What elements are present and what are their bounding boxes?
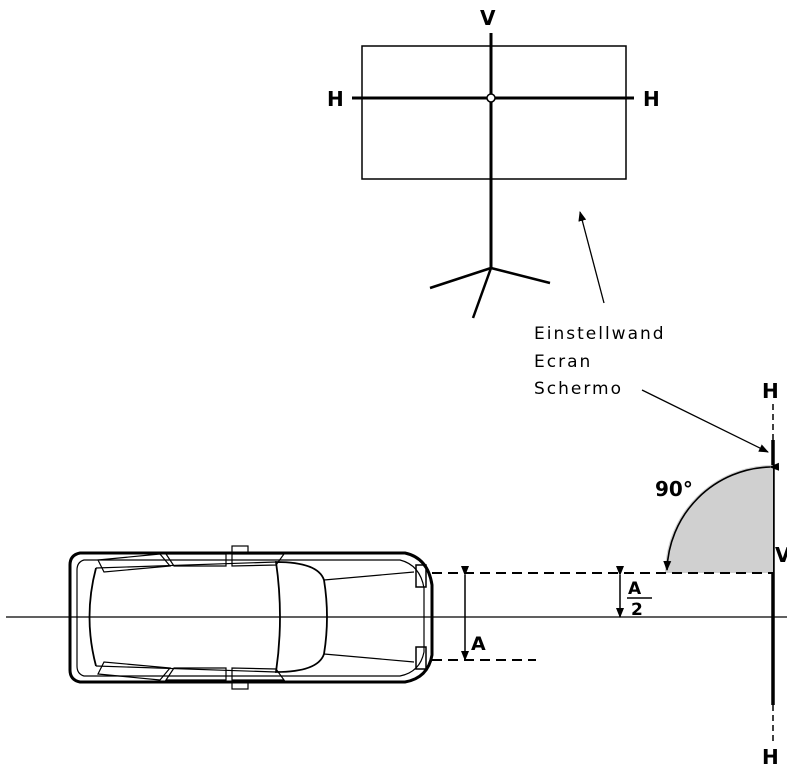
label-einstellwand: Einstellwand [534,324,666,344]
screen-frame [361,45,627,180]
screen-h-right-label: H [643,87,660,111]
car-roof-edge-top [95,561,277,569]
car-window-bottom-mid [164,667,227,681]
wall-h-bottom-label: H [762,745,779,768]
right-angle-indicator: 90° [655,462,780,573]
car-window-top-front [231,553,286,567]
car-rear-window [88,567,97,667]
car-hood-line-top [323,571,415,581]
car-bodyline [76,559,425,677]
angle-label: 90° [655,477,693,501]
stand-leg-front [471,267,493,319]
car-window-top-mid [164,553,227,567]
car-body [68,551,434,684]
label-schermo: Schermo [534,379,623,399]
car-mirror-top [231,545,249,554]
car-headlight-top [415,564,427,588]
car-mirror-bottom [231,681,249,690]
dimension-a: A [461,566,486,661]
car-window-bottom-rear [97,661,172,681]
car-window-top-rear [97,553,172,573]
stand-leg-left [429,266,492,290]
screen-center-mark [486,93,496,103]
half-a-denominator: 2 [631,600,643,620]
dimension-a-label: A [471,633,486,655]
aiming-screen: V H H [327,6,660,319]
wall-pointer-arrow [641,389,769,453]
car-roof-edge-bottom [95,665,277,673]
car-hood-line-bottom [323,653,415,663]
angle-arc [663,462,780,571]
screen-v-label: V [480,6,496,30]
screen-name-labels: Einstellwand Ecran Schermo [534,324,666,399]
screen-pointer-arrow [578,211,605,304]
dimension-half-a: A 2 [616,566,652,620]
stand-leg-right [490,266,551,285]
label-ecran: Ecran [534,352,592,372]
wall-h-top-label: H [762,379,779,403]
wall: H V H [762,379,787,768]
car-headlight-bottom [415,646,427,670]
half-a-numerator: A [628,579,642,599]
wall-v-label: V [775,543,787,567]
car-windshield [274,561,328,673]
car-window-bottom-front [231,667,286,681]
car-top-view [68,545,434,690]
screen-h-left-label: H [327,87,344,111]
